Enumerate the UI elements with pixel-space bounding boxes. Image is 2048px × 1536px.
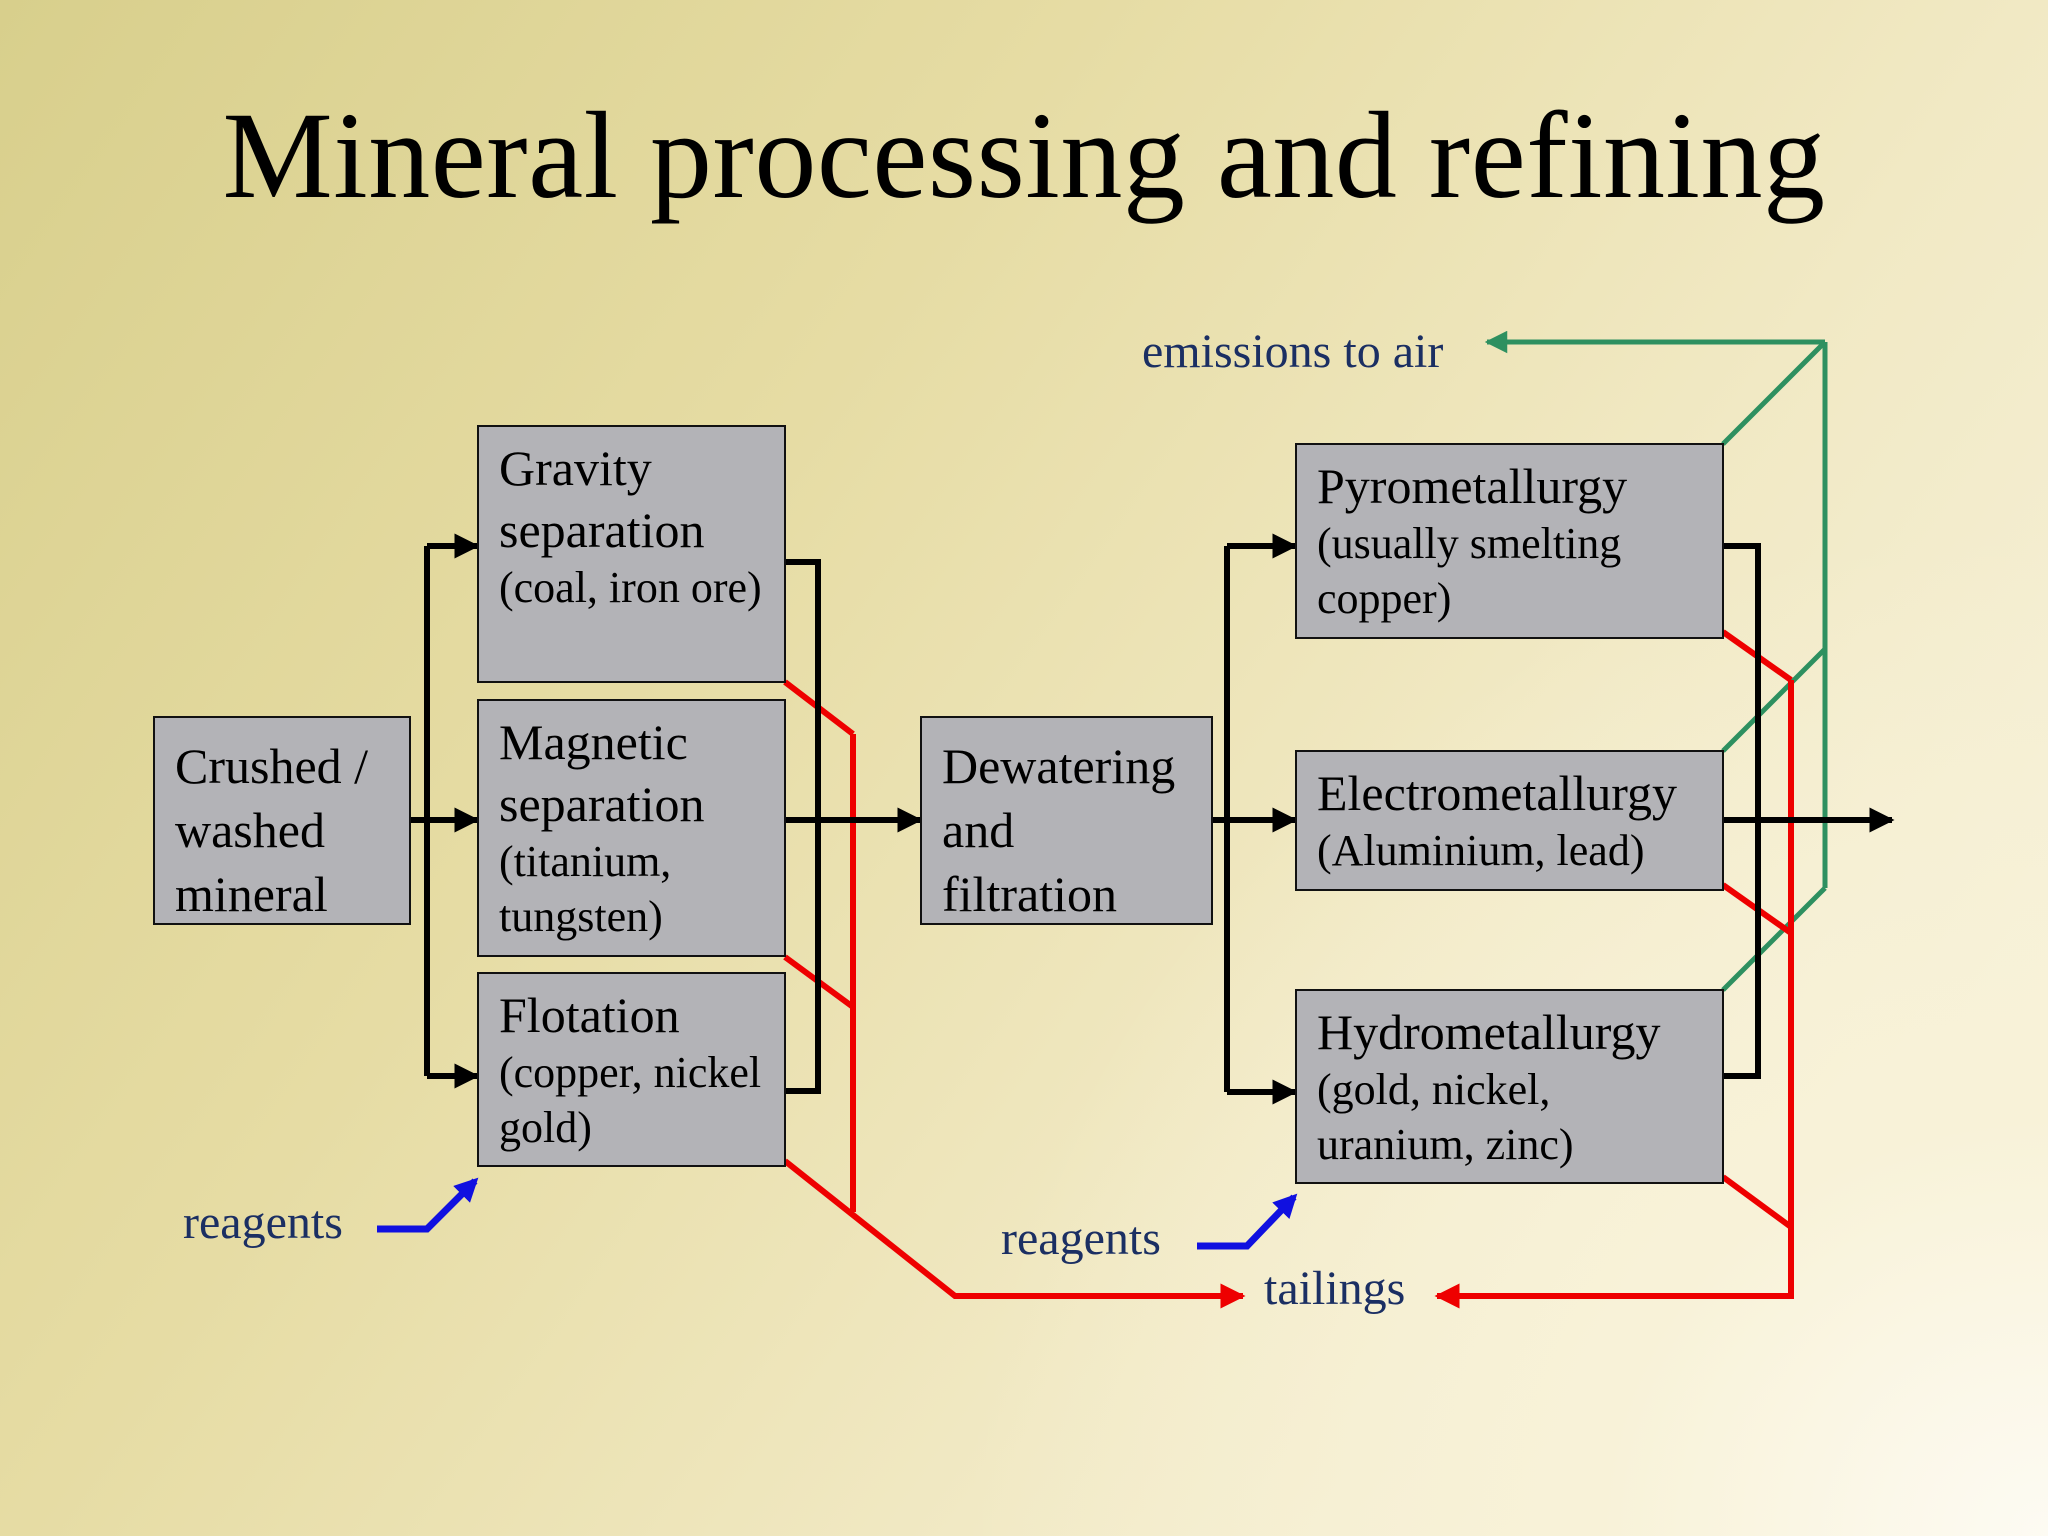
electrometallurgy-box: Electrometallurgy (Aluminium, lead)	[1295, 750, 1724, 891]
flotation-box: Flotation (copper, nickel gold)	[477, 972, 786, 1167]
hydrometallurgy-title: Hydrometallurgy	[1317, 1004, 1661, 1060]
emissions-to-air-label: emissions to air	[1142, 325, 1444, 378]
magnetic-separation-box: Magnetic separation (titanium, tungsten)	[477, 699, 786, 957]
flotation-examples: (copper, nickel gold)	[499, 1048, 762, 1152]
crushed-washed-mineral-box: Crushed / washed mineral	[153, 716, 411, 925]
pyrometallurgy-box: Pyrometallurgy (usually smelting copper)	[1295, 443, 1724, 639]
hydrometallurgy-examples: (gold, nickel, uranium, zinc)	[1317, 1065, 1574, 1169]
reagents-right-label: reagents	[1001, 1212, 1161, 1265]
gravity-separation-box: Gravity separation (coal, iron ore)	[477, 425, 786, 683]
reagents-left-label: reagents	[183, 1196, 343, 1249]
gravity-separation-examples: (coal, iron ore)	[499, 563, 762, 612]
emissions-lines	[1484, 330, 1828, 992]
crushed-washed-mineral-label: Crushed / washed mineral	[175, 738, 369, 922]
flotation-title: Flotation	[499, 987, 680, 1043]
reagents-arrows	[377, 1177, 1298, 1250]
slide-title: Mineral processing and refining	[222, 87, 1826, 224]
process-flow-lines	[410, 533, 1895, 1105]
pyrometallurgy-examples: (usually smelting copper)	[1317, 519, 1622, 623]
tailings-label: tailings	[1264, 1262, 1406, 1315]
magnetic-separation-title: Magnetic separation	[499, 714, 705, 832]
dewatering-filtration-box: Dewatering and filtration	[920, 716, 1213, 925]
magnetic-separation-examples: (titanium, tungsten)	[499, 837, 672, 941]
electrometallurgy-examples: (Aluminium, lead)	[1317, 826, 1645, 875]
electrometallurgy-title: Electrometallurgy	[1317, 765, 1678, 821]
gravity-separation-title: Gravity separation	[499, 440, 705, 558]
dewatering-filtration-label: Dewatering and filtration	[942, 738, 1176, 922]
pyrometallurgy-title: Pyrometallurgy	[1317, 458, 1628, 514]
hydrometallurgy-box: Hydrometallurgy (gold, nickel, uranium, …	[1295, 989, 1724, 1184]
